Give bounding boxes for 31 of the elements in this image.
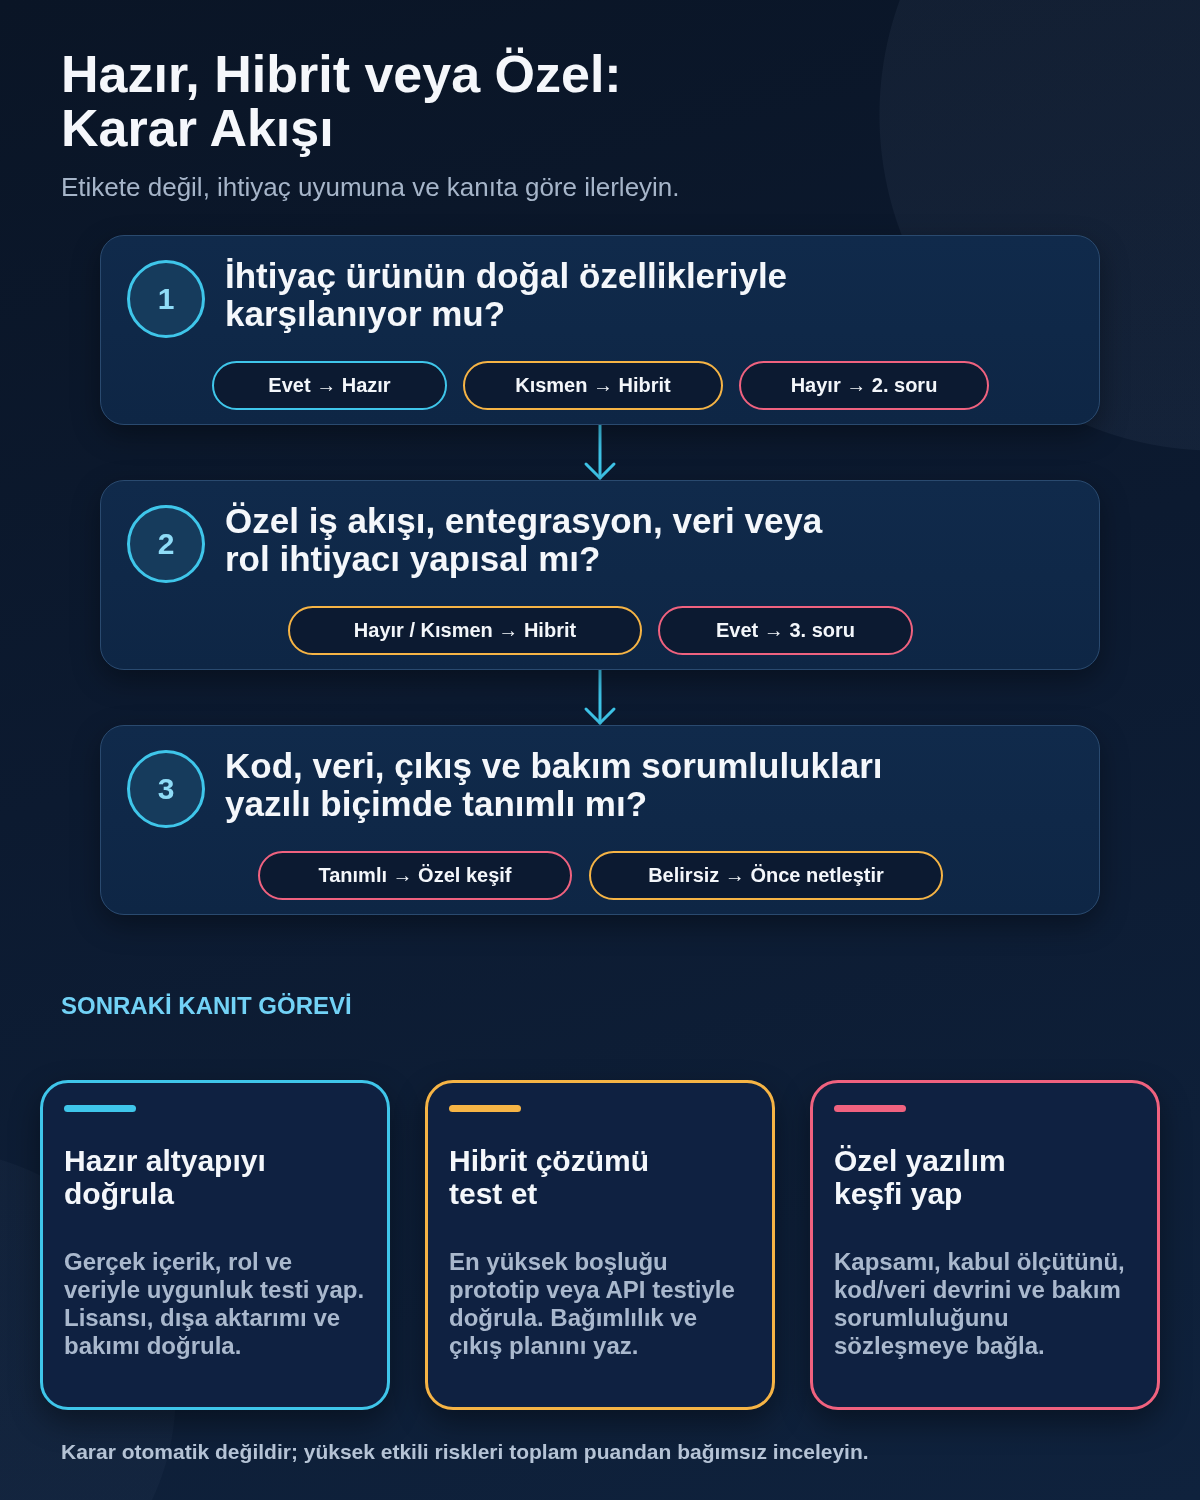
card-description: Gerçek içerik, rol ve veriyle uygunluk testi yap. Lisansı, dışa aktarımı ve bakımı doğrula. (64, 1248, 366, 1360)
card-description: En yüksek boşluğu prototip veya API testiyle doğrula. Bağımlılık ve çıkış planını yaz. (449, 1248, 736, 1360)
answer-pill: Tanımlı → Özel keşif (258, 851, 572, 900)
footnote: Karar otomatik değildir; yüksek etkili riskleri toplam puandan bağımsız inceleyin. (61, 1439, 869, 1465)
flow-arrow (584, 423, 616, 480)
question-panel (100, 725, 1100, 915)
question-text: İhtiyaç ürünün doğal özellikleriyle karşılanıyor mu? (225, 257, 789, 333)
title: Hazır, Hibrit veya Özel: Karar Akışı (61, 47, 623, 155)
section-heading: SONRAKİ KANIT GÖREVİ (61, 992, 352, 1020)
flow-arrow (584, 668, 616, 725)
task-card (425, 1080, 775, 1410)
question-panel (100, 480, 1100, 670)
question-panel (100, 235, 1100, 425)
answer-pill: Belirsiz → Önce netleştir (589, 851, 943, 900)
task-card (810, 1080, 1160, 1410)
answer-pill: Hayır / Kısmen → Hibrit (288, 606, 642, 655)
answer-pill: Kısmen → Hibrit (463, 361, 723, 410)
step-number: 1 (127, 260, 205, 338)
subtitle: Etikete değil, ihtiyaç uyumuna ve kanıta göre ilerleyin. (61, 171, 680, 203)
card-title: Özel yazılım keşfi yap (834, 1144, 1007, 1210)
step-number: 2 (127, 505, 205, 583)
card-title: Hibrit çözümü test et (449, 1144, 650, 1210)
step-number: 3 (127, 750, 205, 828)
question-text: Özel iş akışı, entegrasyon, veri veya rol ihtiyacı yapısal mı? (225, 502, 824, 578)
answer-pill: Evet → Hazır (212, 361, 447, 410)
question-text: Kod, veri, çıkış ve bakım sorumlulukları yazılı biçimde tanımlı mı? (225, 747, 884, 823)
card-description: Kapsamı, kabul ölçütünü, kod/veri devrini ve bakım sorumluluğunu sözleşmeye bağla. (834, 1248, 1126, 1360)
card-title: Hazır altyapıyı doğrula (64, 1144, 267, 1210)
answer-pill: Evet → 3. soru (658, 606, 913, 655)
task-card (40, 1080, 390, 1410)
answer-pill: Hayır → 2. soru (739, 361, 989, 410)
